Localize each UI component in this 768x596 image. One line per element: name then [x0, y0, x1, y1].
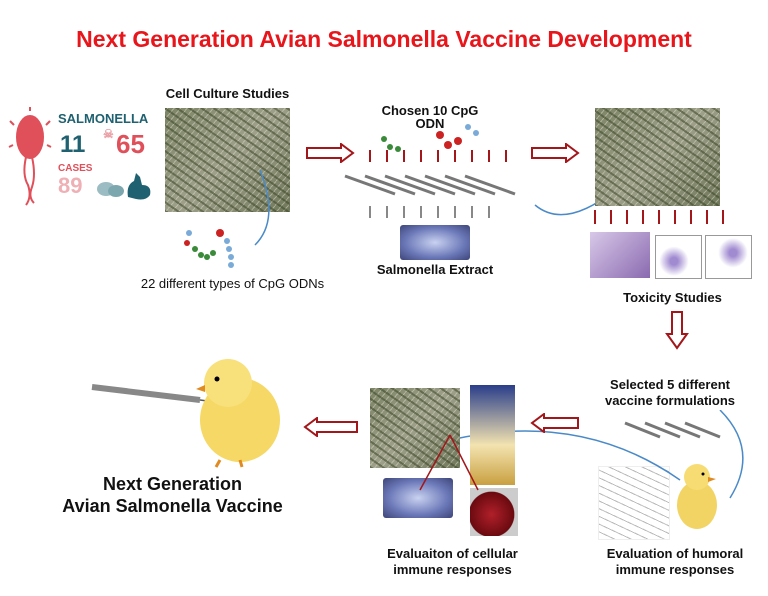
- arrow-right-2: [531, 143, 580, 163]
- selected-line2: vaccine formulations: [604, 393, 736, 408]
- toxicity-cell-image: [595, 108, 720, 206]
- cases-label: CASES: [58, 163, 93, 174]
- arrow-down: [665, 311, 689, 350]
- extract-label: Salmonella Extract: [376, 262, 494, 277]
- cpg-odn-molecule-icon: [184, 229, 234, 268]
- cpg-types-label: 22 different types of CpG ODNs: [140, 276, 325, 291]
- chick-small-image: [677, 464, 717, 529]
- spleen-image: [470, 488, 518, 536]
- antibody-titer-chart: [598, 466, 670, 540]
- vaccinated-chick-image: [91, 359, 280, 468]
- burden-value: 11: [60, 131, 86, 158]
- cell-culture-label: Cell Culture Studies: [165, 86, 290, 101]
- arrow-right-1: [306, 143, 355, 163]
- egg-chicken-icon: [97, 173, 151, 200]
- bacteria-icon: [8, 107, 52, 206]
- well-plate-image: [590, 232, 650, 278]
- deaths-value: 65: [116, 129, 145, 159]
- infographic-heading: SALMONELLA: [58, 111, 149, 126]
- cellular-extract-image: [383, 478, 453, 518]
- syringe-array: [344, 150, 516, 218]
- selected-line1: Selected 5 different: [610, 377, 730, 392]
- final-line2: Avian Salmonella Vaccine: [62, 496, 283, 516]
- humoral-line2: immune responses: [615, 562, 735, 577]
- toxicity-arrows: [594, 210, 724, 224]
- tissue-image: [470, 385, 515, 485]
- connector-curves: [254, 169, 616, 246]
- vaccine-syringes: [624, 421, 721, 439]
- chosen-cpg-molecule-icon: [381, 124, 479, 152]
- page-title: Next Generation Avian Salmonella Vaccine…: [76, 26, 692, 52]
- toxicity-label: Toxicity Studies: [623, 290, 722, 305]
- arrow-left-1: [530, 413, 579, 433]
- flow-plot-1: [655, 235, 702, 279]
- cases-value: 89: [58, 173, 83, 198]
- link-arrows: [419, 434, 479, 491]
- cellular-line1: Evaluaiton of cellular: [387, 546, 518, 561]
- cellular-line2: immune responses: [393, 562, 512, 577]
- flow-plot-2: [705, 235, 752, 279]
- cellular-cell-image: [370, 388, 460, 468]
- cell-culture-image: [165, 108, 290, 212]
- skull-icon: ☠: [103, 127, 114, 141]
- salmonella-infographic: SALMONELLA 11 ☠ 65 CASES 89: [8, 105, 163, 210]
- humoral-line1: Evaluation of humoral: [606, 546, 744, 561]
- chosen-cpg-label: Chosen 10 CpG ODN: [381, 103, 479, 131]
- final-line1: Next Generation: [102, 474, 243, 494]
- arrow-left-2: [303, 417, 358, 437]
- salmonella-extract-image: [400, 225, 470, 260]
